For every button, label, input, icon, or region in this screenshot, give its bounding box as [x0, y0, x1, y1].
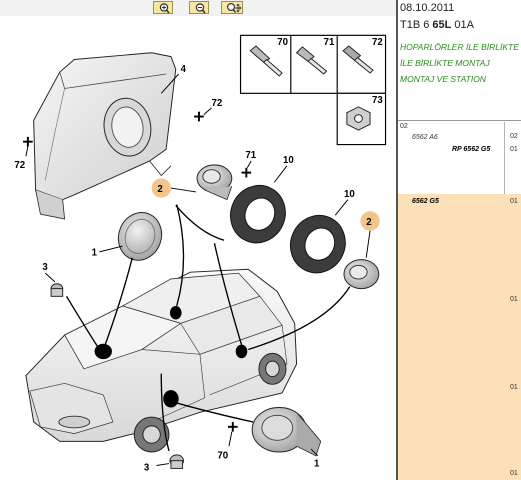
screw-72-icon	[342, 45, 374, 74]
date-text: 08.10.2011	[400, 2, 455, 14]
description-line-2: İLE BİRLİKTE MONTAJ	[400, 58, 490, 68]
speaker-grille-upper	[117, 212, 163, 261]
row0-col0: 02	[400, 123, 408, 130]
description-line-1: HOPARLÖRLER İLE BİRLİKTE MONTAJ	[400, 42, 521, 52]
label-70: 70	[277, 37, 288, 48]
table-divider	[398, 120, 521, 121]
speaker-position-front-door	[163, 390, 179, 408]
zoom-in-icon	[159, 3, 170, 14]
label-72-left: 72	[14, 160, 25, 171]
speaker-position-rear-door	[235, 344, 248, 359]
part-number-a6[interactable]: 6562 A6	[412, 134, 438, 141]
row5-right: 01	[510, 470, 518, 477]
car-illustration	[25, 268, 298, 453]
nut-73-icon	[346, 106, 371, 131]
row2-right: 01	[510, 198, 518, 205]
foam-ring-lower	[289, 214, 346, 274]
label-72-top: 72	[212, 98, 223, 109]
row0-right: 02	[510, 133, 518, 140]
label-10-lower: 10	[344, 189, 355, 200]
selected-part-row[interactable]	[398, 194, 521, 480]
label-2-right: 2	[366, 217, 371, 228]
clip-3-lower	[169, 454, 184, 469]
speaker-position-rear-shelf	[169, 306, 182, 320]
screw-71-icon	[295, 46, 328, 75]
label-1-lower: 1	[314, 458, 320, 469]
label-71: 71	[324, 37, 335, 48]
row3-right: 01	[510, 296, 518, 303]
panel-divider[interactable]	[396, 0, 398, 480]
highlight-2-upper	[151, 178, 171, 198]
label-3-lower: 3	[144, 462, 150, 473]
label-71-mid: 71	[245, 150, 256, 161]
pan-button[interactable]	[221, 1, 243, 14]
screw-70-icon	[249, 45, 283, 77]
clip-3-upper	[50, 283, 64, 297]
zoom-out-button[interactable]	[189, 1, 209, 14]
cross-marker-71-icon	[241, 167, 252, 178]
viewer-toolbar	[0, 0, 396, 17]
door-speaker-lower	[251, 407, 322, 457]
label-1-upper: 1	[92, 248, 98, 259]
label-70-lower: 70	[217, 451, 228, 462]
cross-marker-72a-icon	[194, 111, 204, 122]
replacement-part-number[interactable]: RP 6562 G5	[452, 146, 491, 153]
subwoofer-enclosure	[33, 52, 177, 220]
tweeter-right	[343, 259, 380, 290]
row4-right: 01	[510, 384, 518, 391]
row1-right: 01	[510, 146, 518, 153]
tweeter-upper	[196, 164, 233, 201]
pan-icon	[226, 2, 242, 13]
cross-marker-70-icon	[227, 422, 238, 432]
zoom-out-icon	[195, 3, 206, 14]
label-4: 4	[181, 64, 187, 75]
label-72: 72	[372, 37, 383, 48]
label-2-upper: 2	[157, 184, 162, 195]
foam-ring-upper	[230, 185, 286, 244]
selected-part-number[interactable]: 6562 G5	[412, 198, 439, 205]
label-10-upper: 10	[283, 155, 294, 166]
zoom-in-button[interactable]	[153, 1, 173, 14]
description-line-3: MONTAJ VE STATION	[400, 74, 486, 84]
diagram-canvas: 70 71 72 73 4 72	[14, 34, 387, 473]
cross-marker-72b-icon	[23, 136, 33, 147]
leader-lines	[65, 204, 351, 452]
label-3-upper: 3	[42, 262, 48, 273]
parts-info-panel: 08.10.2011 T1B 6 65L 01A HOPARLÖRLER İLE…	[398, 0, 521, 480]
catalog-code: T1B 6 65L 01A	[400, 19, 475, 31]
exploded-parts-diagram: 70 71 72 73 4 72	[0, 16, 396, 480]
highlight-2-right	[360, 211, 380, 231]
label-73: 73	[372, 95, 383, 106]
